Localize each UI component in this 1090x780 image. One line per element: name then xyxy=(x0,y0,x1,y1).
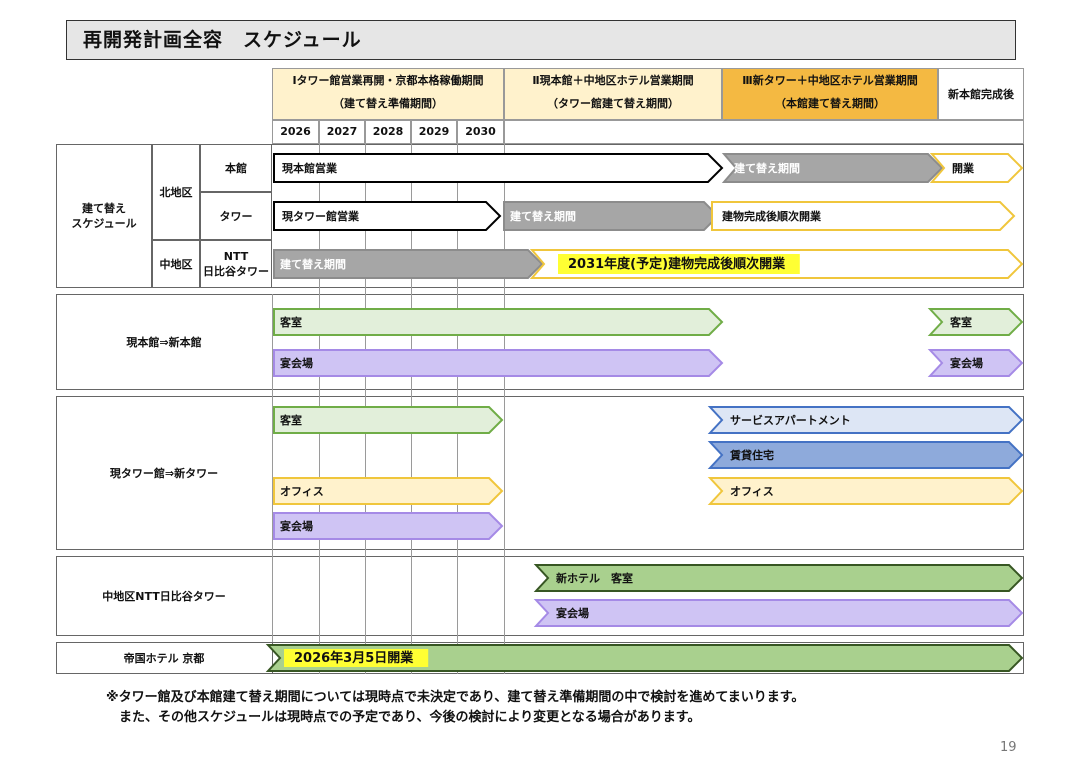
label-ntt-section: 中地区NTT日比谷タワー xyxy=(102,590,226,603)
grid-line-272 xyxy=(272,294,273,674)
schedule-bar-16 xyxy=(707,477,1024,505)
page-title: 再開発計画全容 スケジュール xyxy=(66,20,1016,60)
schedule-bar-4 xyxy=(503,201,720,231)
schedule-bar-5 xyxy=(711,201,1016,231)
label-rebuild-schedule: 建て替え スケジュール xyxy=(56,144,152,288)
schedule-bar-label-13: サービスアパートメント xyxy=(730,413,851,427)
schedule-bar-10 xyxy=(273,349,724,377)
year-blank xyxy=(504,120,1024,144)
label-ntt-tower: NTT 日比谷タワー xyxy=(200,240,272,288)
schedule-bar-14 xyxy=(707,441,1024,469)
schedule-bar-label-20: 2026年3月5日開業 xyxy=(294,650,414,666)
schedule-bar-label-5: 建物完成後順次開業 xyxy=(722,209,822,223)
schedule-bar-label-14: 賃貸住宅 xyxy=(729,448,774,462)
schedule-bar-13 xyxy=(707,406,1024,434)
phase-header-2: Ⅱ現本館＋中地区ホテル営業期間 （タワー館建て替え期間） xyxy=(504,68,722,120)
schedule-bar-label-0: 現本館営業 xyxy=(282,161,338,175)
schedule-bar-label-12: 客室 xyxy=(279,413,302,427)
schedule-bar-3 xyxy=(273,201,502,231)
schedule-bar-0 xyxy=(273,153,724,183)
schedule-bar-19 xyxy=(533,599,1024,627)
schedule-bar-label-2: 開業 xyxy=(952,161,975,175)
phase-1-subtitle: （建て替え準備期間） xyxy=(333,97,443,110)
schedule-bar-label-10: 宴会場 xyxy=(280,356,313,370)
phase-header-4: 新本館完成後 xyxy=(938,68,1024,120)
schedule-bar-label-19: 宴会場 xyxy=(556,606,589,620)
label-honkan: 本館 xyxy=(200,144,272,192)
schedule-bar-highlight-20 xyxy=(284,649,429,667)
schedule-bar-label-3: 現タワー館営業 xyxy=(282,209,360,223)
year-2028: 2028 xyxy=(365,120,411,144)
year-2029: 2029 xyxy=(411,120,457,144)
note-line-2: また、その他スケジュールは現時点での予定であり、今後の検討により変更となる場合が… xyxy=(106,710,701,725)
phase-3-subtitle: （本館建て替え期間） xyxy=(775,97,885,110)
schedule-bar-label-4: 建て替え期間 xyxy=(510,209,576,223)
year-2026: 2026 xyxy=(272,120,319,144)
label-kyoto: 帝国ホテル 京都 xyxy=(123,652,205,665)
schedule-bar-8 xyxy=(273,308,724,336)
grid-line-mid xyxy=(272,642,273,674)
year-2027: 2027 xyxy=(319,120,365,144)
phase-3-title: Ⅲ新タワー＋中地区ホテル営業期間 xyxy=(742,74,918,87)
schedule-bar-9 xyxy=(927,308,1024,336)
grid-line-504 xyxy=(504,144,505,674)
phase-header-3: Ⅲ新タワー＋中地区ホテル営業期間 （本館建て替え期間） xyxy=(722,68,938,120)
phase-2-subtitle: （タワー館建て替え期間） xyxy=(547,97,679,110)
label-north-district: 北地区 xyxy=(152,144,200,240)
schedule-bar-label-9: 客室 xyxy=(949,315,972,329)
phase-4-title: 新本館完成後 xyxy=(948,88,1014,101)
schedule-bar-6 xyxy=(273,249,544,279)
label-honkan-transition: 現本館⇒新本館 xyxy=(126,336,202,349)
schedule-bar-label-8: 客室 xyxy=(279,315,302,329)
page-number: 19 xyxy=(1000,740,1017,755)
schedule-bar-label-17: 宴会場 xyxy=(280,519,313,533)
label-tower-transition: 現タワー館⇒新タワー xyxy=(109,467,219,480)
schedule-bar-label-6: 建て替え期間 xyxy=(280,257,346,271)
year-2030: 2030 xyxy=(457,120,504,144)
schedule-bar-17 xyxy=(273,512,504,540)
phase-header-1: Ⅰタワー館営業再開・京都本格稼働期間 （建て替え準備期間） xyxy=(272,68,504,120)
schedule-bar-highlight-7 xyxy=(558,254,800,274)
schedule-bar-label-7: 2031年度(予定)建物完成後順次開業 xyxy=(568,256,786,272)
note-line-1: ※タワー館及び本館建て替え期間については現時点で未決定であり、建て替え準備期間の… xyxy=(106,690,805,705)
schedule-bar-1 xyxy=(721,153,944,183)
schedule-bar-label-1: 建て替え期間 xyxy=(734,161,800,175)
schedule-bar-label-16: オフィス xyxy=(730,485,774,498)
schedule-bar-2 xyxy=(929,153,1024,183)
schedule-bar-label-18: 新ホテル 客室 xyxy=(556,571,633,585)
schedule-bar-11 xyxy=(927,349,1024,377)
schedule-bar-15 xyxy=(273,477,504,505)
phase-2-title: Ⅱ現本館＋中地区ホテル営業期間 xyxy=(532,74,694,87)
phase-1-title: Ⅰタワー館営業再開・京都本格稼働期間 xyxy=(292,74,484,87)
label-tower: タワー xyxy=(200,192,272,240)
label-middle-district: 中地区 xyxy=(152,240,200,288)
schedule-bar-12 xyxy=(273,406,504,434)
schedule-bar-18 xyxy=(533,564,1024,592)
schedule-bar-label-11: 宴会場 xyxy=(950,356,983,370)
schedule-bar-label-15: オフィス xyxy=(280,485,324,498)
schedule-bar-20 xyxy=(265,644,1024,672)
